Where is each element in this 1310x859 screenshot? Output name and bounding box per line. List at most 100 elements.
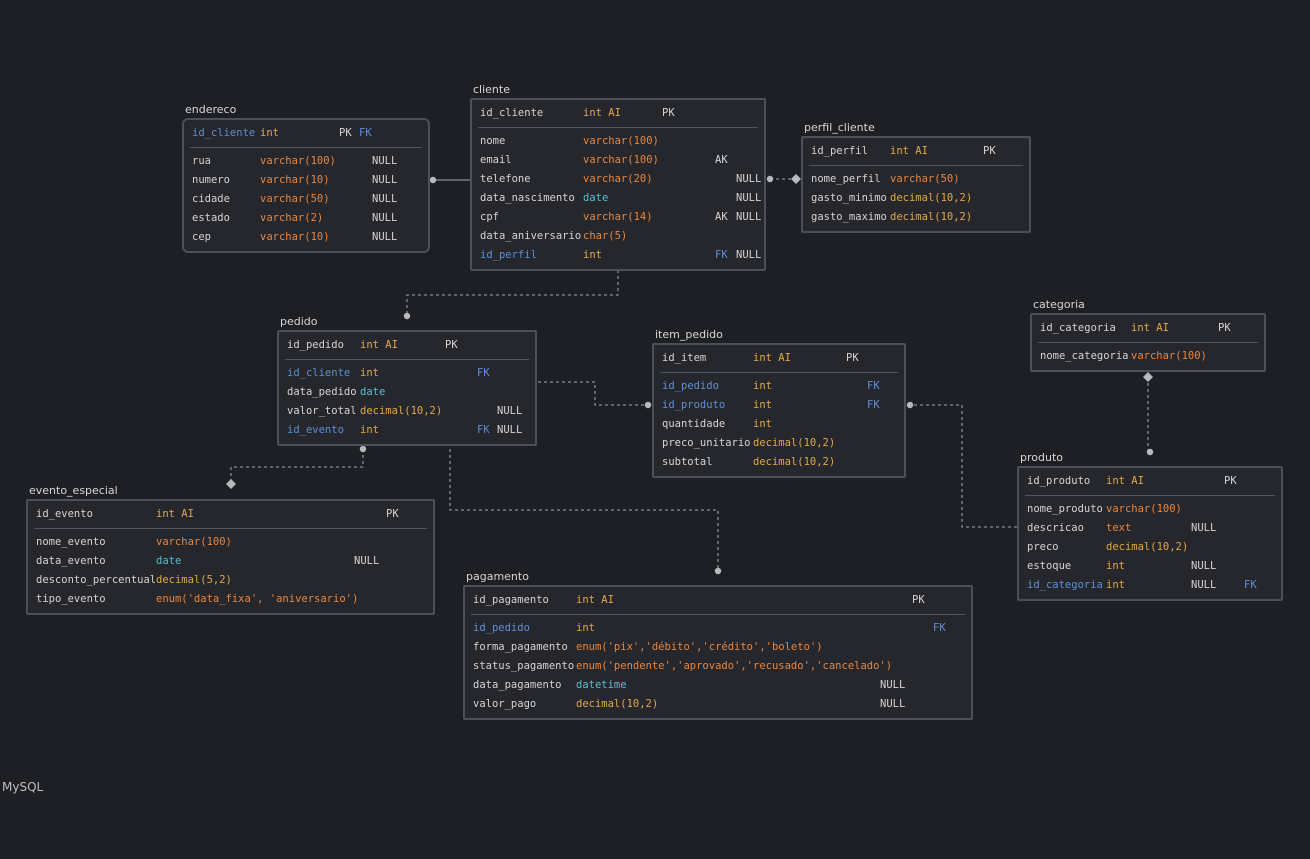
column-type: int AI [890, 145, 928, 157]
column-name: nome_produto [1027, 503, 1103, 515]
column-type: decimal(5,2) [156, 574, 232, 586]
column-name: cep [192, 231, 211, 243]
column-type: varchar(100) [260, 155, 336, 167]
link-end-diamond [791, 174, 801, 184]
column-name: nome [480, 135, 506, 147]
pk-flag: PK [386, 508, 399, 520]
column-type: int [360, 367, 379, 379]
table-title-pagamento: pagamento [466, 570, 529, 583]
column-type: int [576, 622, 595, 634]
column-type: date [156, 555, 182, 567]
column-type: varchar(100) [1131, 350, 1207, 362]
column-type: int [753, 380, 772, 392]
column-type: decimal(10,2) [890, 192, 973, 204]
column-type: enum('data_fixa', 'aniversario') [156, 593, 359, 605]
column-name: subtotal [662, 456, 713, 468]
column-type: decimal(10,2) [890, 211, 973, 223]
link-end-dot [644, 401, 652, 409]
column-type: varchar(10) [260, 174, 330, 186]
table-title-perfil_cliente: perfil_cliente [804, 121, 875, 134]
fk-flag: FK [477, 367, 490, 379]
link-end-dot [359, 445, 367, 453]
pk-separator [478, 127, 758, 128]
fk-flag: FK [867, 380, 880, 392]
pk-flag: PK [339, 127, 352, 139]
link-end-diamond [1143, 372, 1153, 382]
pk-flag: PK [846, 352, 859, 364]
column-name: gasto_maximo [811, 211, 887, 223]
table-title-cliente: cliente [473, 83, 510, 96]
column-name: id_cliente [480, 107, 544, 119]
column-name: desconto_percentual [36, 574, 157, 586]
null-flag: NULL [354, 555, 380, 567]
null-flag: NULL [1191, 579, 1217, 591]
column-type: varchar(100) [583, 154, 659, 166]
column-name: nome_perfil [811, 173, 881, 185]
table-title-categoria: categoria [1033, 298, 1085, 311]
column-name: status_pagamento [473, 660, 575, 672]
column-type: date [360, 386, 386, 398]
null-flag: NULL [372, 212, 398, 224]
column-name: telefone [480, 173, 531, 185]
column-type: decimal(10,2) [576, 698, 659, 710]
column-type: enum('pendente','aprovado','recusado','c… [576, 660, 893, 672]
